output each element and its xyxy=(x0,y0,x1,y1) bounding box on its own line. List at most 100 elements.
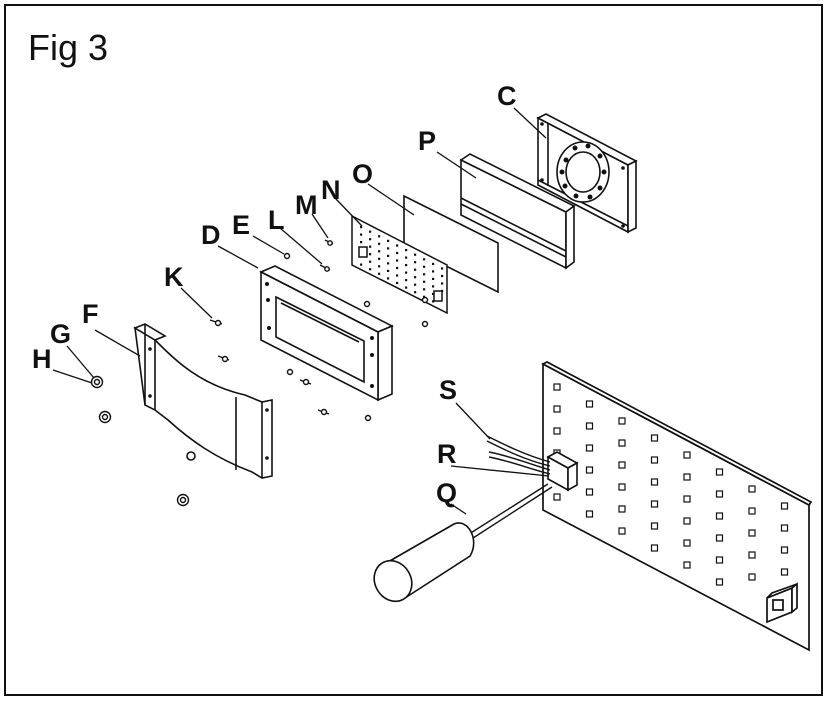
label-s: S xyxy=(439,375,457,405)
pegboard-hole xyxy=(715,578,724,586)
pegboard-hole xyxy=(585,510,594,518)
board-hole xyxy=(378,235,381,238)
part-n-circuit-board xyxy=(351,214,448,315)
board-hole xyxy=(360,226,363,229)
figure-title: Fig 3 xyxy=(28,27,109,68)
board-hole xyxy=(360,233,363,236)
board-hole xyxy=(378,250,381,253)
pegboard-hole xyxy=(748,551,756,559)
pegboard-hole xyxy=(650,478,659,486)
board-hole xyxy=(405,264,408,267)
board-hole xyxy=(405,279,408,282)
pegboard-hole xyxy=(780,546,789,554)
board-hole xyxy=(396,266,399,270)
pegboard-hole xyxy=(585,422,594,430)
board-hole xyxy=(405,249,408,252)
pegboard-hole xyxy=(748,507,756,515)
board-hole xyxy=(414,283,417,286)
board-hole xyxy=(441,282,444,285)
pegboard-hole xyxy=(618,505,626,513)
label-l: L xyxy=(268,205,285,235)
pegboard-hole xyxy=(650,522,659,530)
board-hole xyxy=(414,261,417,264)
pegboard-hole xyxy=(715,556,724,564)
pegboard-hole xyxy=(683,451,691,459)
board-hole xyxy=(414,268,417,271)
board-hole xyxy=(414,291,417,294)
pegboard-hole xyxy=(683,473,691,481)
board-hole xyxy=(387,277,390,280)
label-f: F xyxy=(82,299,99,329)
board-hole xyxy=(387,247,390,250)
part-q-capacitor xyxy=(373,483,553,603)
pegboard-hole xyxy=(780,524,789,532)
pegboard-hole xyxy=(585,444,594,452)
board-hole xyxy=(387,269,390,272)
board-hole xyxy=(369,230,372,233)
board-hole xyxy=(441,267,444,270)
pegboard-hole xyxy=(553,383,561,391)
pegboard-hole xyxy=(715,534,724,542)
board-hole xyxy=(387,254,390,257)
pegboard-hole xyxy=(618,461,626,469)
board-hole xyxy=(405,271,408,274)
board-hole xyxy=(396,259,399,262)
pegboard-hole xyxy=(780,502,789,510)
label-c: C xyxy=(497,81,517,111)
part-p-channel xyxy=(459,153,576,270)
screws-and-fasteners xyxy=(209,239,429,422)
label-m: M xyxy=(295,190,318,220)
board-hole xyxy=(423,295,426,298)
pegboard-hole xyxy=(715,490,724,498)
board-hole xyxy=(378,242,381,245)
board-hole xyxy=(369,245,372,248)
board-hole xyxy=(423,265,426,268)
board-hole xyxy=(405,286,408,289)
pegboard-hole xyxy=(650,500,659,508)
board-hole xyxy=(432,292,435,295)
pegboard-hole xyxy=(715,512,724,520)
nuts-g-h xyxy=(90,375,190,507)
part-s-wires xyxy=(486,435,551,475)
board-hole xyxy=(369,238,372,241)
board-hole xyxy=(396,274,399,277)
pegboard-hole xyxy=(650,456,659,464)
leader-lines xyxy=(52,107,550,515)
board-hole xyxy=(423,280,426,283)
pegboard-hole xyxy=(618,417,626,425)
label-d: D xyxy=(201,220,221,250)
board-hole xyxy=(396,281,399,285)
pegboard-hole xyxy=(585,466,594,474)
board-hole xyxy=(432,277,435,280)
pegboard-hole xyxy=(618,439,626,447)
board-hole xyxy=(414,276,417,279)
board-hole xyxy=(432,285,435,288)
board-hole xyxy=(396,251,399,255)
board-hole xyxy=(432,262,435,265)
part-r-junction-box xyxy=(546,451,579,492)
board-hole xyxy=(423,258,426,261)
pegboard-hole xyxy=(748,529,756,537)
board-hole xyxy=(414,253,417,256)
pegboard-hole xyxy=(650,434,659,442)
label-e: E xyxy=(232,210,250,240)
board-hole xyxy=(369,260,372,263)
board-hole xyxy=(432,270,435,273)
board-hole xyxy=(360,241,363,244)
pegboard-hole xyxy=(748,573,756,581)
label-q: Q xyxy=(436,478,457,508)
board-hole xyxy=(405,256,408,259)
label-n: N xyxy=(321,175,341,205)
label-g: G xyxy=(50,319,71,349)
pegboard-hole xyxy=(715,468,724,476)
board-hole xyxy=(378,257,381,260)
board-hole xyxy=(396,244,399,247)
board-hole xyxy=(387,239,390,242)
label-p: P xyxy=(418,126,436,156)
pegboard-hole xyxy=(780,568,789,576)
part-d-frame-housing xyxy=(259,265,394,402)
board-hole xyxy=(369,268,372,271)
pegboard-hole xyxy=(683,561,691,569)
label-h: H xyxy=(32,344,52,374)
